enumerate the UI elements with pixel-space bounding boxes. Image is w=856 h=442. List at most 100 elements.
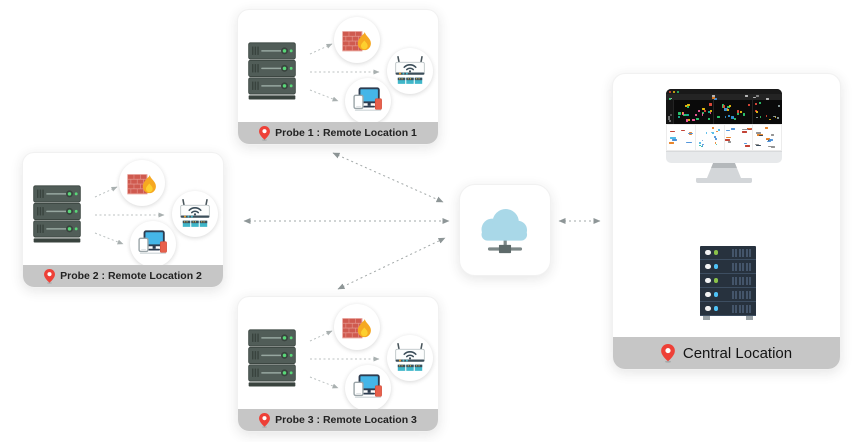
speck [770,133,774,136]
speck [765,138,771,140]
server-stack-icon [246,329,298,389]
central-label: Central Location [682,344,793,362]
speck [680,129,686,132]
speck [726,136,732,139]
probe-card-3: Probe 3 : Remote Location 3 [237,296,439,432]
probe-card-2: Probe 2 : Remote Location 2 [22,152,224,288]
probe-internal-arrows [309,43,380,102]
speck [769,139,773,141]
speck [699,144,701,147]
speck [743,142,747,145]
probe-internal-arrows [94,186,165,245]
speck [765,114,768,117]
speck [699,142,701,144]
speck [670,137,676,139]
speck [739,110,742,113]
speck [714,135,716,138]
speck [724,115,727,118]
speck [774,116,777,119]
probe-card-1: Probe 1 : Remote Location 1 [237,9,439,145]
dashboard-screen [666,89,782,151]
monitor-base [696,178,752,183]
server-rack-icon [700,246,756,320]
probe-3-label-bar: Probe 3 : Remote Location 3 [238,409,438,431]
speck [742,113,746,116]
speck [741,131,748,133]
speck [709,111,712,115]
speck [745,145,751,147]
speck [732,116,735,120]
speck [701,139,704,142]
dashboard-light-panels [666,124,782,151]
speck [758,134,764,137]
speck [683,113,686,116]
probe-1-label-bar: Probe 1 : Remote Location 1 [238,122,438,144]
speck [766,140,771,143]
speck [714,138,717,140]
dashboard-toolbar [666,94,782,100]
speck [669,119,672,122]
status-panel [712,100,753,124]
speck [714,142,717,144]
speck [672,139,677,141]
status-panel [673,100,713,124]
wifi-router-icon [387,335,433,381]
speck [747,104,751,107]
speck [698,109,701,112]
speck [755,116,759,119]
speck [667,117,670,120]
cloud-network-icon [473,201,537,259]
server-stack-icon [31,185,83,245]
speck [759,116,762,118]
speck [727,115,730,118]
speck [705,132,708,134]
probe-2-body [23,153,223,267]
speck [686,141,692,144]
speck [694,114,698,117]
status-panel [752,100,782,124]
speck [688,132,694,135]
monitor-chin [666,151,782,163]
speck [725,139,730,141]
sensor-list-panel [753,125,781,150]
speck [669,114,672,117]
speck [716,130,718,133]
speck [692,118,695,121]
location-pin-icon [44,269,55,284]
arrow-probe3-cloud [337,237,446,290]
speck [755,144,762,147]
speck [702,143,704,146]
probe-3-body [238,297,438,411]
rack-unit [700,288,756,302]
sensor-list-panel [724,125,753,150]
cloud-card [459,184,551,276]
speck [728,105,732,108]
sensor-list-panel [667,125,695,150]
speck [688,133,692,136]
speck [728,141,732,143]
firewall-icon [334,304,380,350]
location-pin-icon [259,413,270,428]
firewall-icon [119,160,165,206]
speck [764,127,768,129]
speck [755,102,758,105]
speck [701,113,704,116]
speck [733,117,736,121]
speck [669,141,675,144]
speck [689,131,692,134]
speck [687,119,690,122]
speck [696,117,699,121]
speck [778,105,781,108]
arrow-probe1-cloud [332,152,444,203]
probe-2-label-bar: Probe 2 : Remote Location 2 [23,265,223,287]
speck [748,128,752,131]
speck [726,108,729,112]
speck [708,110,711,113]
speck [709,109,712,112]
speck [710,131,713,134]
speck [768,145,774,148]
speck [686,114,689,117]
dashboard-sidebar [666,100,673,124]
rack-feet [700,316,756,320]
monitor-stand [707,163,741,178]
